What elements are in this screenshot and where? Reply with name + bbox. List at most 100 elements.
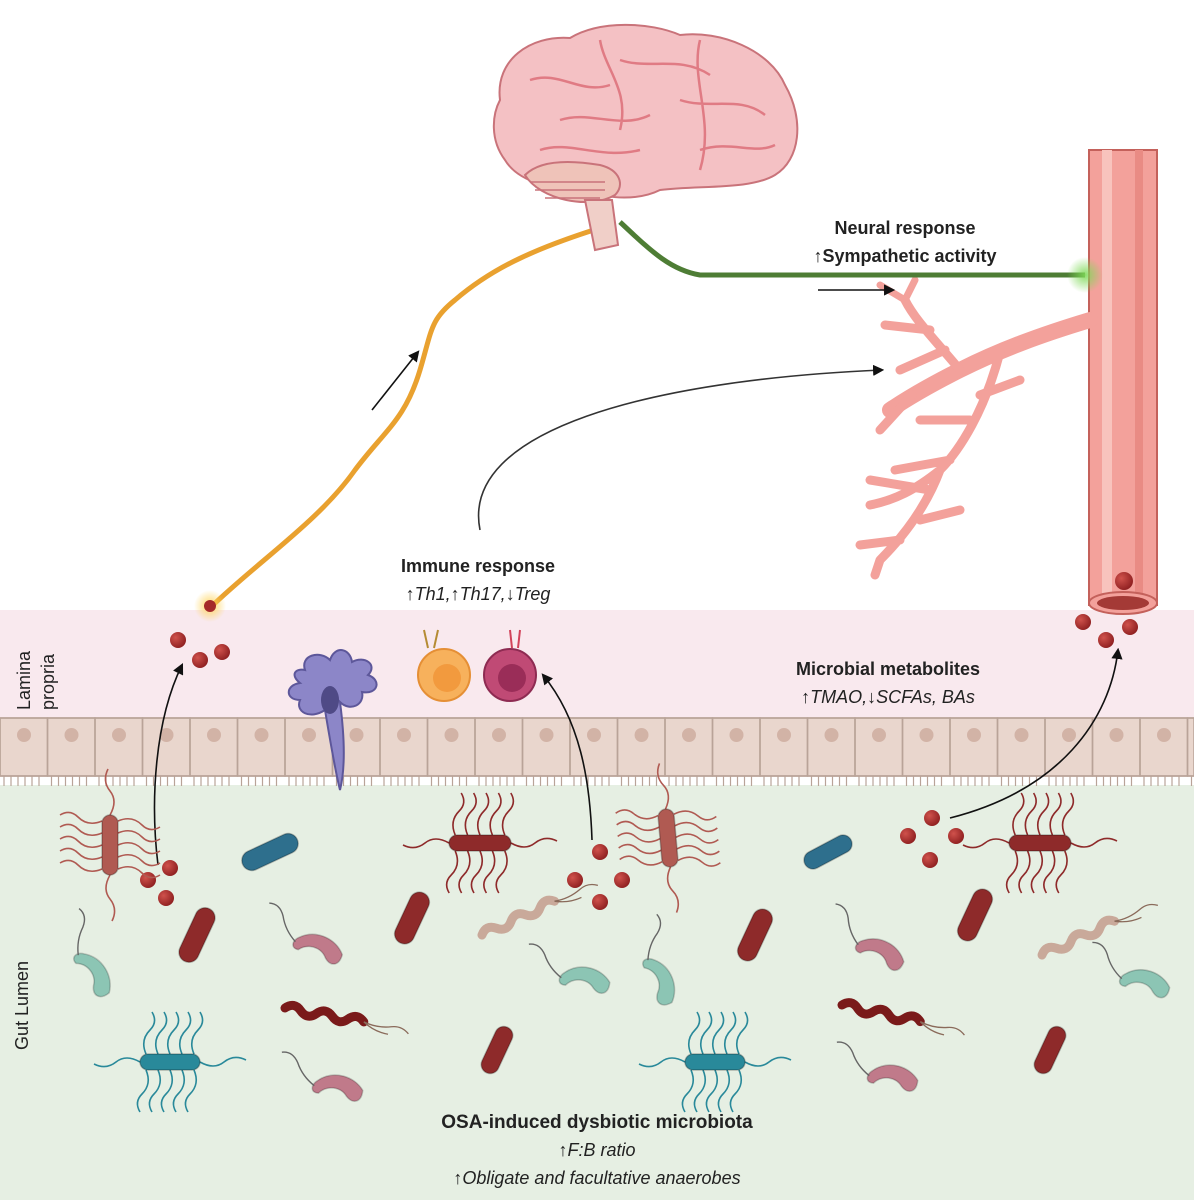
metabolite-dot (614, 872, 630, 888)
item-text: TMAO, (810, 687, 867, 707)
nucleus (1157, 728, 1171, 742)
nucleus (587, 728, 601, 742)
nucleus (444, 728, 459, 742)
bacterium (638, 1011, 792, 1113)
bacterium (280, 1000, 409, 1035)
dendritic-cell-icon (287, 649, 378, 791)
metabolite-dot (924, 810, 940, 826)
metabolite-dot (214, 644, 230, 660)
epithelial-cell (1186, 717, 1194, 777)
immune-response-title: Immune response (401, 556, 555, 576)
microbial-metabolites-title: Microbial metabolites (796, 659, 980, 679)
lamina-propria-region (0, 610, 1194, 720)
bacterium (93, 1011, 247, 1113)
nucleus (967, 728, 981, 742)
down-arrow-glyph: ↓ (506, 584, 515, 604)
nucleus (777, 728, 791, 742)
nucleus (919, 728, 934, 742)
bacteria-icon (59, 763, 1171, 1113)
metabolite-dot (592, 894, 608, 910)
metabolite-dot (567, 872, 583, 888)
metabolite-dot (900, 828, 916, 844)
nucleus (159, 728, 174, 742)
dysbiosis-title: OSA-induced dysbiotic microbiota (441, 1112, 753, 1133)
nucleus (349, 728, 364, 742)
nucleus (207, 728, 221, 742)
nucleus (1109, 728, 1124, 742)
brain-icon (492, 23, 799, 252)
bacterium (178, 907, 216, 963)
immune-cells-label: ↑Th1,↑Th17,↓Treg (406, 584, 551, 604)
metabolite-dot (162, 860, 178, 876)
th-cell-icon (417, 629, 471, 702)
bacterium (836, 1041, 919, 1092)
nucleus (492, 728, 506, 742)
efferent-nerve (618, 220, 1085, 278)
bacterium (615, 763, 721, 913)
up-arrow-glyph: ↑ (813, 246, 822, 266)
bacterium (281, 1051, 364, 1102)
nucleus (1062, 728, 1076, 742)
nucleus (254, 728, 269, 742)
immune-to-vessel-arrow (477, 364, 885, 531)
bacterium (393, 891, 431, 945)
sympathetic-activity-label: ↑Sympathetic activity (813, 246, 996, 266)
item-text: Th17, (460, 584, 506, 604)
metabolite-dot (948, 828, 964, 844)
epithelial-layer (0, 717, 1194, 786)
bacterium (480, 1025, 514, 1075)
bacterium (962, 792, 1118, 894)
item-text: SCFAs, BAs (876, 687, 975, 707)
metabolite-dot (158, 890, 174, 906)
nucleus (824, 728, 839, 742)
bacterium (528, 943, 611, 994)
metabolite-dot (1098, 632, 1114, 648)
bacterium (837, 998, 965, 1036)
nucleus (112, 728, 126, 742)
metabolite-dot (192, 652, 208, 668)
bacterium (1033, 1025, 1067, 1075)
metabolite-dot (140, 872, 156, 888)
nucleus (302, 728, 316, 742)
bacterium (642, 913, 676, 1006)
afferent-nerve (210, 225, 601, 608)
bacterium (269, 902, 344, 965)
gut-lumen-label: Gut Lumen (12, 961, 32, 1050)
metabolite-dot (1122, 619, 1138, 635)
nucleus (1014, 728, 1029, 742)
bacterium (956, 888, 994, 942)
treg-cell-icon (483, 629, 537, 702)
bacterium (241, 832, 299, 872)
bacterium (835, 903, 905, 972)
bacterium (1037, 903, 1159, 960)
up-arrow-glyph: ↑ (406, 584, 415, 604)
bacterium (59, 768, 161, 922)
bacterium (736, 908, 774, 962)
bacterium (402, 792, 558, 894)
nucleus (397, 728, 411, 742)
anaerobes-label: ↑Obligate and facultative anaerobes (453, 1168, 740, 1188)
bacterium (803, 834, 853, 870)
afferent-arrow (371, 350, 420, 411)
bacterium (1092, 941, 1171, 999)
nucleus (539, 728, 554, 742)
blood-vessel-icon (855, 149, 1158, 615)
metabolite-dot-icon (140, 614, 1138, 910)
lumen-to-immune-arrow (541, 673, 593, 841)
up-arrow-glyph: ↑ (801, 687, 810, 707)
lumen-to-vessel-arrow (949, 647, 1123, 819)
item-text: Th1, (415, 584, 451, 604)
up-arrow-glyph: ↑ (451, 584, 460, 604)
metabolite-dot (592, 844, 608, 860)
nucleus (17, 728, 31, 742)
metabolite-dot (922, 852, 938, 868)
item-text: Treg (515, 584, 551, 604)
metabolite-dot (170, 632, 186, 648)
bacterium (73, 908, 111, 998)
nucleus (872, 728, 886, 742)
nucleus (682, 728, 696, 742)
metabolite-dot (1075, 614, 1091, 630)
down-arrow-glyph: ↓ (867, 687, 876, 707)
